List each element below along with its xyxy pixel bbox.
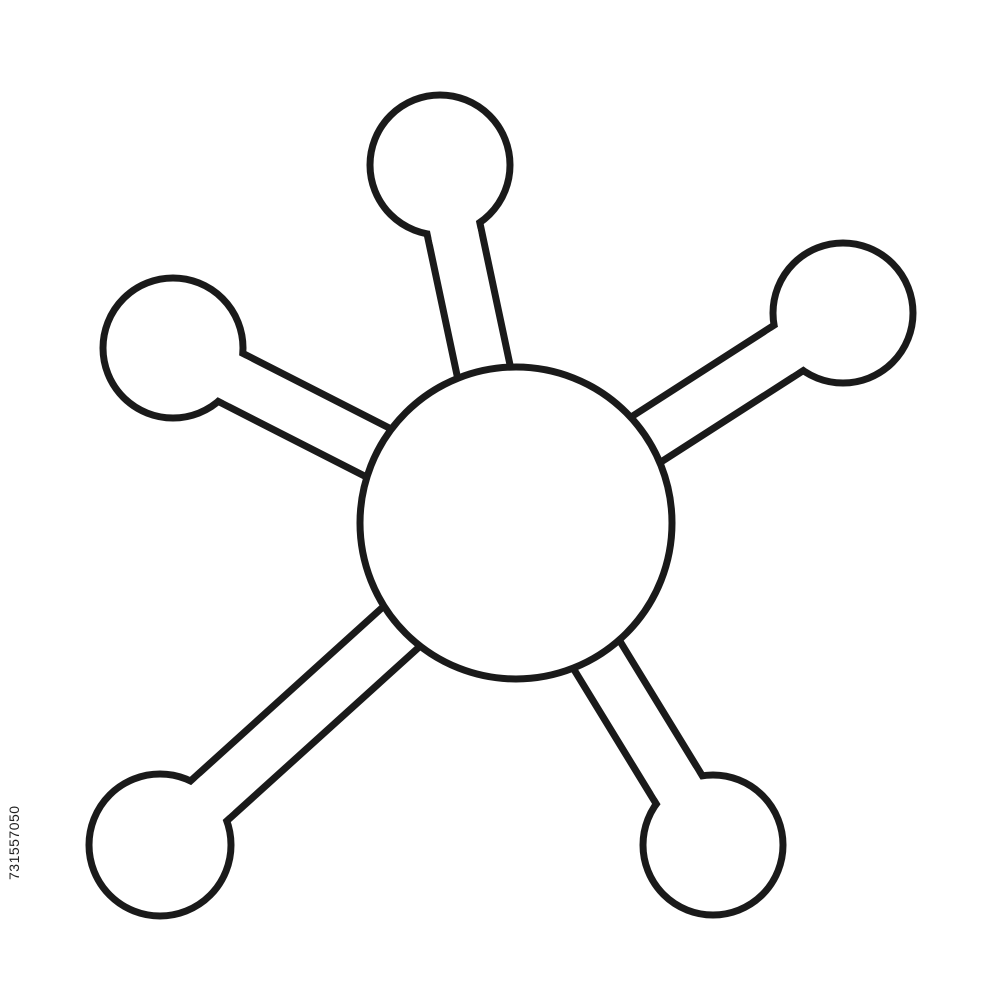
spoke-joint-top (426, 205, 479, 245)
spoke-joint-left (203, 347, 252, 404)
hub-node (356, 363, 676, 683)
spoke-joint-bottom-left (179, 775, 233, 831)
spoke-joint-right (766, 318, 817, 374)
stock-image-id: 731557050 (6, 805, 22, 881)
network-shape (85, 91, 917, 920)
spoke-joint-bottom-right (653, 767, 710, 819)
